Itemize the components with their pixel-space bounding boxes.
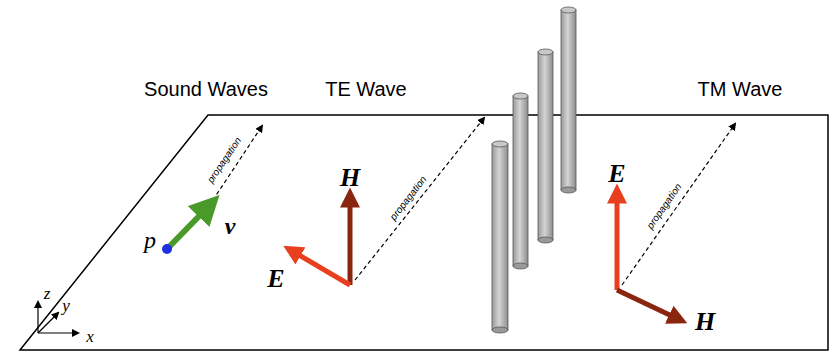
h-field-arrow [348,200,353,285]
h-field-arrow [617,290,676,318]
panel-title: TE Wave [325,78,407,101]
field-label: E [267,264,284,294]
plane [20,115,828,350]
field-label: E [608,159,625,189]
axes [38,302,78,333]
rod-array [492,7,576,333]
axis-label: z [44,284,51,304]
panel-title: Sound Waves [144,78,268,101]
e-field-arrow [615,196,620,290]
velocity-label: v [225,213,236,240]
axis-label: x [86,327,94,347]
pressure-label: p [144,227,156,254]
field-label: H [340,163,360,193]
field-label: H [695,307,715,337]
panel-title: TM Wave [698,78,783,101]
e-field-arrow [294,252,350,285]
axis-label: y [62,296,70,316]
pressure-dot [162,244,172,254]
propagation-arrows [205,118,735,285]
velocity-arrow [168,208,207,248]
